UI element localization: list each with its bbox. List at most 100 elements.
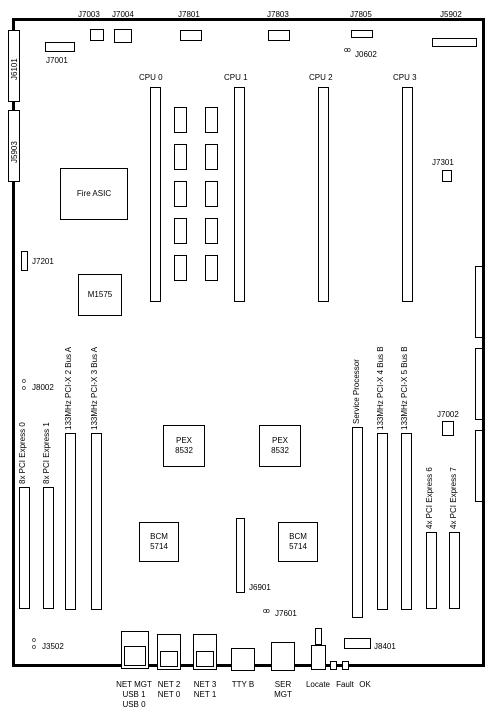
- memory-module: [205, 218, 218, 244]
- bcm5714-left-chip: BCM 5714: [139, 522, 179, 562]
- cpu3-slot: [402, 87, 413, 302]
- m1575-chip: M1575: [78, 274, 122, 316]
- pcix5-slot-label: 133MHz PCI-X 5 Bus B: [400, 346, 409, 430]
- pcie7-slot: [449, 532, 460, 609]
- j7805-connector: [351, 30, 373, 38]
- memory-module: [174, 107, 187, 133]
- memory-module: [174, 144, 187, 170]
- j5902-connector: [432, 38, 477, 47]
- net0-port-inner: [160, 651, 178, 667]
- memory-module: [205, 181, 218, 207]
- pcix3-slot: [91, 433, 102, 610]
- bcm-right-label: BCM: [289, 532, 307, 541]
- bcm-left-model: 5714: [150, 542, 168, 551]
- j6901-label: J6901: [249, 583, 271, 592]
- j5903-label: J5903: [10, 141, 19, 163]
- j6101-label: J6101: [10, 58, 19, 80]
- j7003-connector: [90, 29, 104, 41]
- cpu1-label: CPU 1: [224, 73, 248, 82]
- ser-label: SER: [274, 680, 292, 689]
- net-mgt-label: NET MGT: [116, 680, 152, 689]
- pcix4-slot-label: 133MHz PCI-X 4 Bus B: [376, 346, 385, 430]
- pcie0-slot: [19, 487, 30, 609]
- memory-module: [174, 218, 187, 244]
- memory-module: [205, 255, 218, 281]
- right-edge-connector: [475, 266, 483, 338]
- ser-mgt-port: [271, 642, 295, 671]
- pcie6-slot: [426, 532, 437, 609]
- net3-net1-labels: NET 3 NET 1: [188, 680, 222, 700]
- j6101-connector: [8, 30, 20, 102]
- right-edge-connector: [475, 348, 483, 420]
- j7805-label: J7805: [350, 10, 372, 19]
- j7803-label: J7803: [267, 10, 289, 19]
- j5902-label: J5902: [440, 10, 462, 19]
- j6901-connector: [236, 518, 245, 593]
- usb0-label: USB 0: [122, 700, 146, 709]
- j7801-label: J7801: [178, 10, 200, 19]
- ser-mgt-labels: SER MGT: [266, 680, 300, 700]
- cpu1-slot: [234, 87, 245, 302]
- memory-module: [174, 181, 187, 207]
- m1575-label: M1575: [87, 290, 113, 299]
- net1-port-inner: [196, 651, 214, 667]
- j7001-connector: [45, 42, 75, 52]
- locate-label: Locate: [305, 680, 331, 689]
- pcix3-slot-label: 133MHz PCI-X 3 Bus A: [90, 346, 99, 430]
- memory-module: [205, 107, 218, 133]
- j7201-connector: [21, 251, 28, 271]
- cpu3-label: CPU 3: [393, 73, 417, 82]
- j7801-connector: [180, 30, 202, 41]
- cpu2-slot: [318, 87, 329, 302]
- ok-led: [342, 661, 349, 670]
- ok-label: OK: [359, 680, 371, 689]
- net1-label: NET 1: [193, 690, 217, 699]
- j7601-pins: oo: [263, 608, 270, 615]
- locate-button-base: [311, 645, 326, 670]
- pex-right-model: 8532: [271, 446, 289, 455]
- j7003-label: J7003: [78, 10, 100, 19]
- pcie1-slot-label: 8x PCI Express 1: [42, 422, 51, 484]
- fire-asic-chip: Fire ASIC: [60, 168, 128, 220]
- j7201-label: J7201: [32, 257, 54, 266]
- j7004-label: J7004: [112, 10, 134, 19]
- net2-net0-labels: NET 2 NET 0: [152, 680, 186, 700]
- mgt-label: MGT: [274, 690, 292, 699]
- pex-left-label: PEX: [175, 436, 192, 445]
- fire-asic-label: Fire ASIC: [76, 189, 112, 198]
- j3502-label: J3502: [42, 642, 64, 651]
- pcix4-slot: [377, 433, 388, 610]
- bcm-left-label: BCM: [150, 532, 168, 541]
- net2-label: NET 2: [157, 680, 181, 689]
- j7004-connector: [114, 29, 132, 43]
- net0-label: NET 0: [157, 690, 181, 699]
- cpu0-slot: [150, 87, 161, 302]
- usb1-label: USB 1: [122, 690, 146, 699]
- j5903-connector: [8, 110, 20, 182]
- j8401-connector: [344, 638, 371, 649]
- cpu0-label: CPU 0: [139, 73, 163, 82]
- right-edge-connector: [475, 430, 483, 502]
- j7002-connector: [442, 421, 454, 436]
- pex8532-left-chip: PEX 8532: [163, 425, 205, 467]
- net-mgt-port-inner: [124, 646, 146, 666]
- j7301-connector: [442, 170, 452, 182]
- j0602-label: J0602: [355, 50, 377, 59]
- pex-right-label: PEX: [271, 436, 288, 445]
- memory-module: [205, 144, 218, 170]
- tty-b-port: [231, 648, 255, 671]
- pcix2-slot-label: 133MHz PCI-X 2 Bus A: [64, 346, 73, 430]
- pcie0-slot-label: 8x PCI Express 0: [18, 422, 27, 484]
- service-processor-label: Service Processor: [352, 359, 361, 424]
- service-processor-slot: [352, 427, 363, 618]
- pex-left-model: 8532: [175, 446, 193, 455]
- bcm-right-model: 5714: [289, 542, 307, 551]
- pcie1-slot: [43, 487, 54, 609]
- j0602-pins: oo: [344, 47, 351, 54]
- j8401-label: J8401: [374, 642, 396, 651]
- motherboard-outline: [12, 18, 485, 667]
- bcm5714-right-chip: BCM 5714: [278, 522, 318, 562]
- locate-button[interactable]: [315, 628, 322, 645]
